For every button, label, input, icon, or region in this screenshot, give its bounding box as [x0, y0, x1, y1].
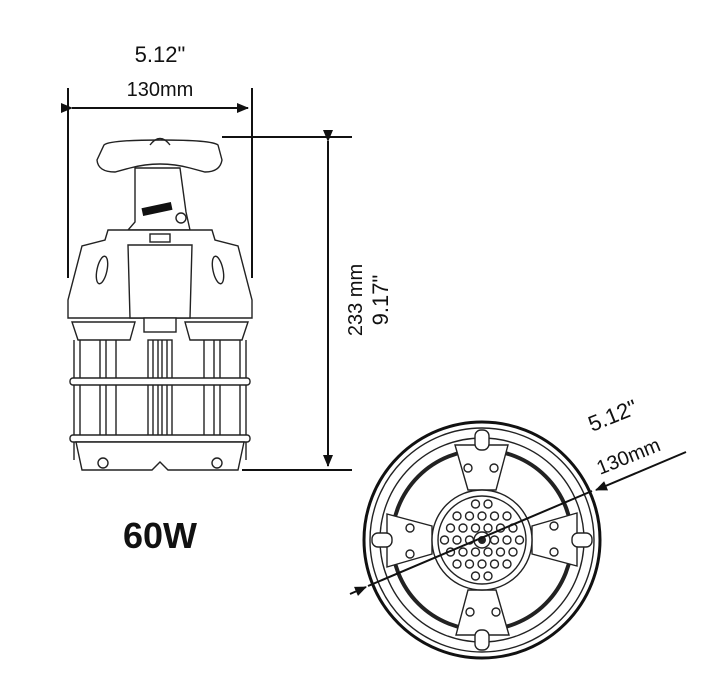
vent-hole [452, 559, 462, 569]
vent-hole [508, 547, 518, 557]
vent-hole [452, 535, 462, 545]
vent-hole [489, 559, 500, 569]
height-inches-label: 9.17" [368, 275, 393, 326]
top-width-dimension: 5.12" 130mm [61, 42, 253, 278]
lamp-bottom-view [362, 420, 602, 660]
vent-hole [458, 523, 468, 533]
diameter-mm-label: 130mm [594, 434, 664, 479]
lamp-side-view [67, 137, 253, 471]
vent-hole [470, 547, 481, 557]
vent-hole [483, 547, 493, 557]
diameter-inches-label: 5.12" [585, 394, 641, 436]
vent-hole [445, 523, 456, 533]
height-dimension: 233 mm 9.17" [222, 130, 393, 471]
wattage-label: 60W [123, 515, 197, 556]
vent-hole [458, 547, 468, 557]
vent-hole [514, 535, 525, 545]
vent-hole [464, 511, 475, 521]
vent-hole [464, 559, 475, 569]
vent-hole [483, 499, 493, 509]
vent-hole [470, 523, 481, 533]
vent-hole [483, 571, 493, 581]
vent-hole [489, 511, 500, 521]
bracket-top [454, 429, 509, 491]
bracket-bottom [455, 589, 510, 651]
vent-hole [502, 511, 512, 521]
vent-hole [477, 511, 487, 521]
vent-hole [483, 523, 493, 533]
width-mm-label: 130mm [127, 79, 194, 101]
vent-hole [470, 499, 481, 509]
vent-hole [495, 547, 506, 557]
vent-hole [477, 559, 487, 569]
vent-hole [502, 535, 512, 545]
lamp-cage [69, 339, 251, 471]
hanging-handle [96, 139, 223, 173]
vent-hole [439, 535, 450, 545]
vent-hole [452, 511, 462, 521]
height-mm-label: 233 mm [345, 264, 367, 336]
bracket-right [531, 512, 593, 567]
bracket-left [371, 513, 433, 568]
vent-hole [470, 571, 481, 581]
vent-hole [502, 559, 512, 569]
width-inches-label: 5.12" [135, 42, 186, 67]
vent-hole [489, 535, 500, 545]
